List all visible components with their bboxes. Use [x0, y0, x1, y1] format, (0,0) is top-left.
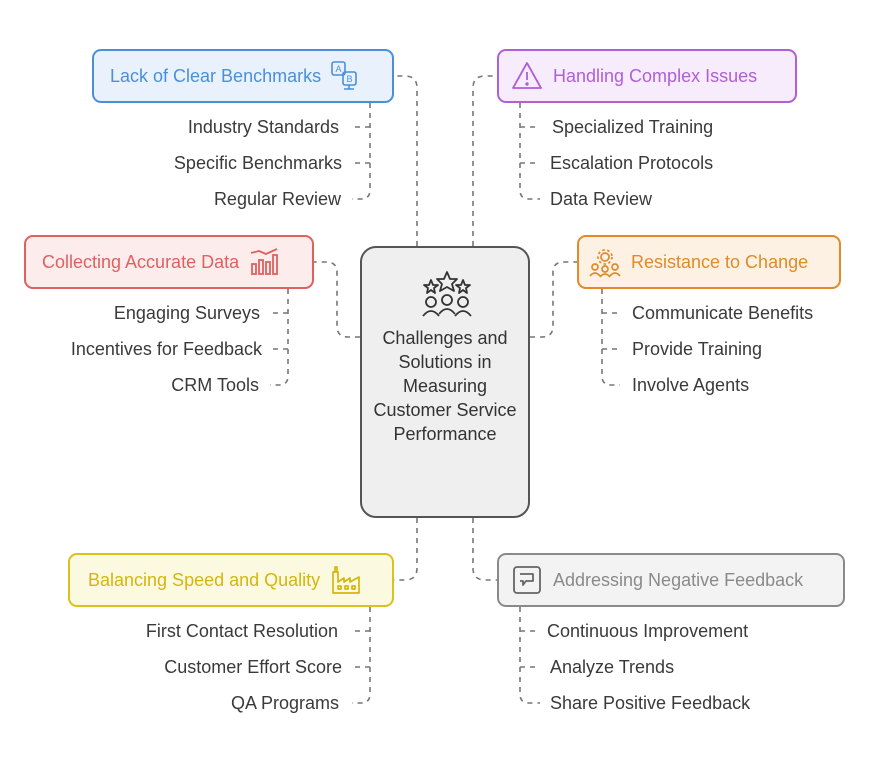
list-item: Specialized Training — [552, 117, 714, 137]
branch-title: Addressing Negative Feedback — [553, 569, 804, 590]
list-item: Provide Training — [632, 339, 763, 359]
branch-negative-feedback: Addressing Negative Feedback — [497, 553, 845, 607]
list-item: Analyze Trends — [550, 657, 675, 677]
ab-test-icon: A B — [329, 60, 361, 92]
branch-resistance-change: Resistance to Change — [577, 235, 841, 289]
list-item: Communicate Benefits — [632, 303, 814, 323]
list-item: Involve Agents — [632, 375, 750, 395]
center-title: Challenges and Solutions in Measuring Cu… — [373, 328, 517, 444]
list-item: Incentives for Feedback — [70, 339, 262, 359]
list-item: Escalation Protocols — [550, 153, 714, 173]
list-item: First Contact Resolution — [145, 621, 338, 641]
factory-icon — [330, 564, 362, 596]
list-item: Regular Review — [213, 189, 341, 209]
list-item: Industry Standards — [187, 117, 339, 137]
list-item: Engaging Surveys — [113, 303, 260, 323]
branch-complex-issues: Handling Complex Issues — [497, 49, 797, 103]
center-node: Challenges and Solutions in Measuring Cu… — [360, 246, 530, 518]
branch-collecting-data: Collecting Accurate Data — [24, 235, 314, 289]
branch-title: Lack of Clear Benchmarks — [110, 65, 322, 86]
list-item: Data Review — [550, 189, 653, 209]
list-item: Specific Benchmarks — [173, 153, 342, 173]
list-item: Customer Effort Score — [164, 657, 342, 677]
branch-speed-quality: Balancing Speed and Quality — [68, 553, 394, 607]
warning-icon — [511, 60, 543, 92]
branch-benchmarks: Lack of Clear Benchmarks A B — [92, 49, 394, 103]
list-item: CRM Tools — [171, 375, 259, 395]
branch-title: Resistance to Change — [631, 251, 809, 272]
chat-bubble-icon — [511, 564, 543, 596]
stars-people-icon — [419, 270, 475, 320]
team-gear-icon — [589, 246, 621, 278]
branch-title: Handling Complex Issues — [553, 65, 758, 86]
list-item: Continuous Improvement — [547, 621, 749, 641]
bar-chart-icon — [249, 246, 281, 278]
list-item: QA Programs — [230, 693, 339, 713]
branch-title: Balancing Speed and Quality — [88, 569, 321, 590]
svg-text:B: B — [347, 74, 353, 84]
svg-text:A: A — [336, 64, 342, 74]
list-item: Share Positive Feedback — [550, 693, 751, 713]
branch-title: Collecting Accurate Data — [42, 251, 240, 272]
